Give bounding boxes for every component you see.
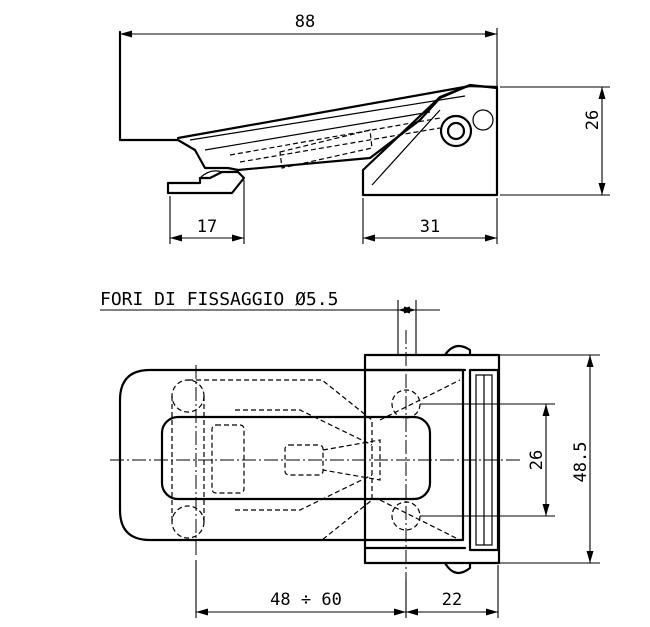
pivot-outer [439, 114, 473, 148]
dim-88: 88 [120, 12, 498, 86]
fixing-note: FORI DI FISSAGGIO Ø5.5 [100, 289, 440, 355]
dim-26-side-label: 26 [583, 110, 603, 130]
side-view [118, 30, 499, 197]
dim-26-plan-label: 26 [527, 450, 547, 470]
dim-31: 31 [362, 198, 498, 244]
plan-plate [118, 368, 465, 542]
dim-48-5-label: 48.5 [571, 442, 591, 483]
dim-26-side: 26 [500, 86, 610, 196]
plan-slot [160, 415, 432, 501]
plan-base [363, 353, 501, 565]
hook [166, 170, 246, 195]
dim-48-5: 48.5 [500, 354, 600, 564]
dim-48-60: 48 ÷ 60 [195, 560, 407, 618]
base-bracket [361, 83, 499, 197]
dim-88-label: 88 [295, 12, 315, 32]
dim-22-label: 22 [442, 590, 462, 610]
pivot-inner [446, 121, 466, 141]
fixing-note-label: FORI DI FISSAGGIO Ø5.5 [100, 289, 338, 310]
dim-48-60-label: 48 ÷ 60 [270, 590, 342, 610]
dim-22: 22 [406, 565, 499, 618]
lever-outline [118, 30, 499, 172]
dim-17-label: 17 [197, 217, 217, 237]
plan-view [110, 330, 520, 580]
dim-26-plan: 26 [420, 403, 555, 517]
lever-top [176, 84, 472, 140]
dim-31-label: 31 [420, 217, 440, 237]
dim-17: 17 [169, 180, 245, 244]
